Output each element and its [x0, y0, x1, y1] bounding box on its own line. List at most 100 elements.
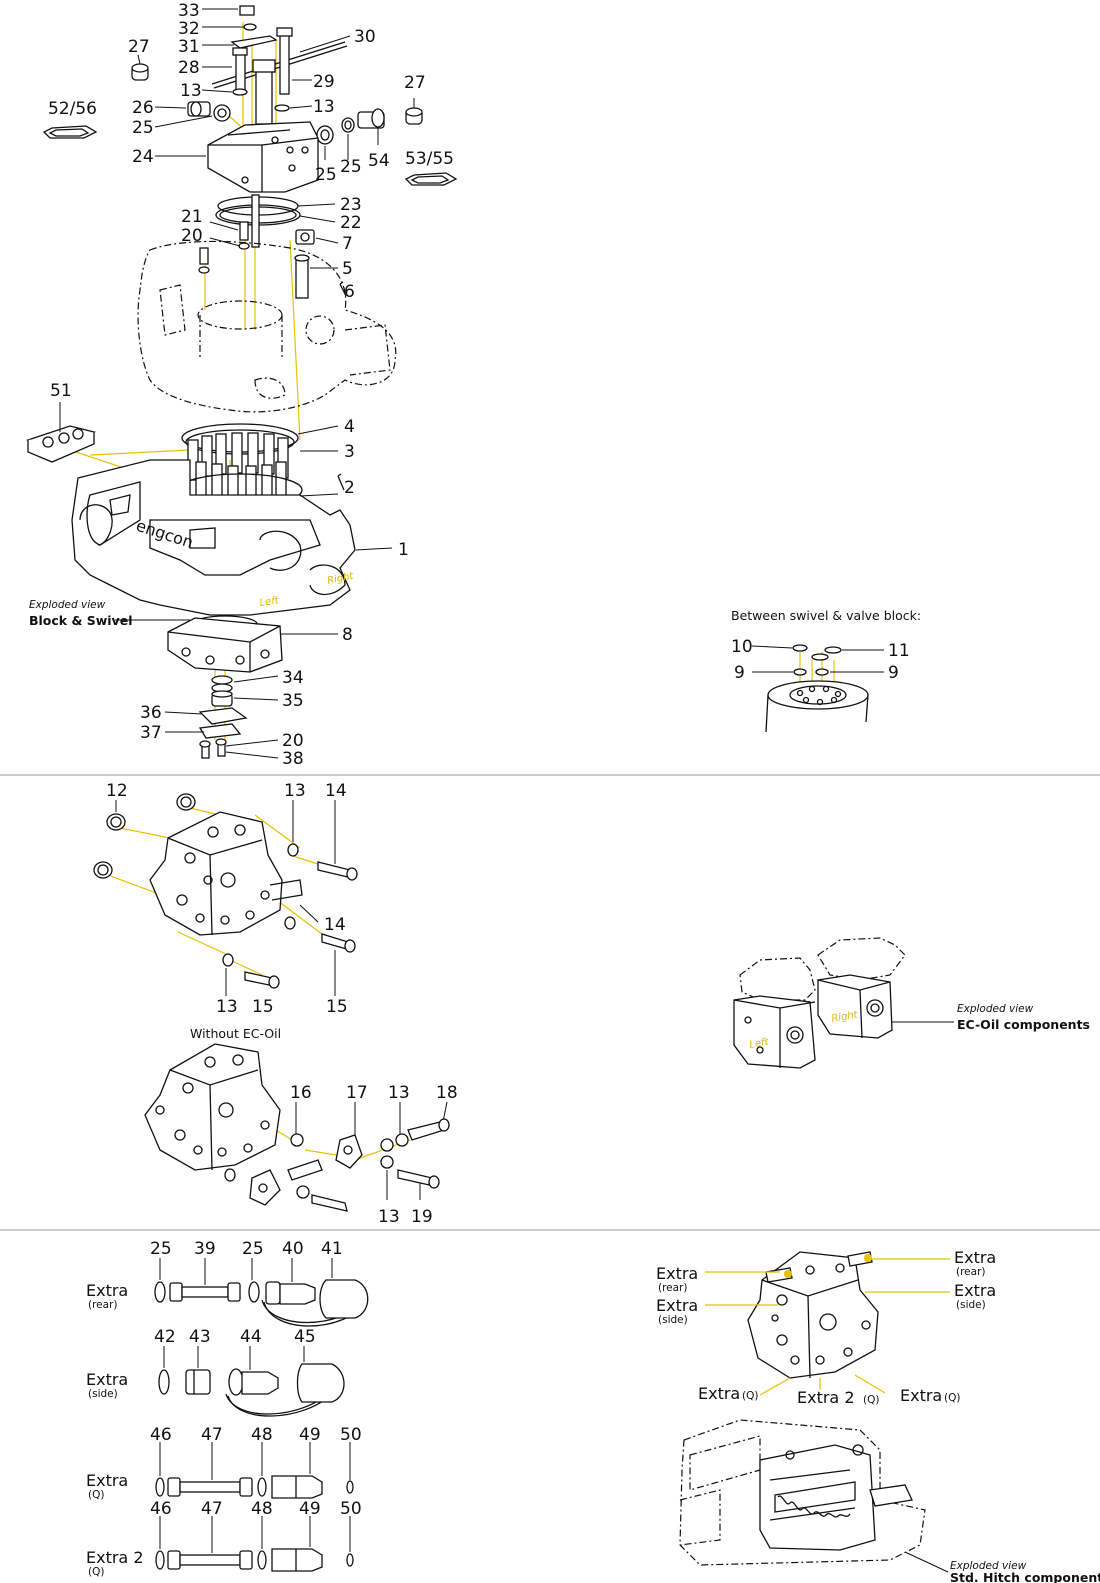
section-extra-kits: 25 39 25 40 41 Extra (rear) 42 43 44 45 [86, 1239, 1100, 1583]
label-54: 54 [368, 151, 390, 171]
leader-lines-2 [115, 800, 448, 1200]
std-hitch-components-view: Exploded view Std. Hitch components [679, 1419, 1100, 1583]
row-sub-extra-rear: (rear) [88, 1299, 118, 1311]
callout-extra-side-right: Extra [954, 1281, 996, 1300]
part-5-bolt [294, 254, 310, 299]
callout-extra-rear-right-sub: (rear) [956, 1266, 986, 1278]
part-29-bolt [276, 27, 293, 95]
part-8-swivel-base [167, 615, 283, 673]
label-10: 10 [731, 637, 753, 657]
callout-extra-side-left-sub: (side) [658, 1314, 688, 1326]
extra-q-row: 46 47 48 49 50 Extra (Q) [86, 1425, 362, 1501]
label-36: 36 [140, 703, 162, 723]
exploded-view-label-3: Exploded view [950, 1560, 1027, 1572]
part-20-38-screws [199, 738, 227, 759]
section-block-swivel: engcon Right Left [25, 1, 921, 769]
label-25-right: 25 [340, 157, 362, 177]
label-6: 6 [344, 282, 355, 302]
label-13-bottom: 13 [216, 997, 238, 1017]
label-27-left: 27 [128, 37, 150, 57]
label-5: 5 [342, 259, 353, 279]
label-20-bottom: 20 [282, 731, 304, 751]
label-3: 3 [344, 442, 355, 462]
part-24-valve-block [207, 121, 319, 193]
label-52-56: 52/56 [48, 99, 97, 119]
row-title-extra-q: Extra [86, 1471, 128, 1490]
label-39: 39 [194, 1239, 216, 1259]
callout-extra-side-left: Extra [656, 1296, 698, 1315]
ec-oil-valve-block-top [149, 811, 303, 936]
part-35-bushing [211, 690, 233, 707]
label-41: 41 [321, 1239, 343, 1259]
label-26: 26 [132, 98, 154, 118]
label-9-left: 9 [734, 663, 745, 683]
label-2: 2 [344, 478, 355, 498]
label-48-b: 48 [251, 1499, 273, 1519]
callout-extra-side-right-sub: (side) [956, 1299, 986, 1311]
label-1: 1 [398, 540, 409, 560]
extra-side-row: 42 43 44 45 Extra (side) [86, 1327, 345, 1417]
part-26-fitting [187, 101, 211, 117]
label-38: 38 [282, 749, 304, 769]
leader-lines-1 [59, 8, 415, 759]
label-13-ec: 13 [388, 1083, 410, 1103]
exploded-view-label-1: Exploded view [29, 599, 106, 611]
label-19: 19 [411, 1207, 433, 1227]
ec-left-label: Left [749, 1037, 771, 1051]
label-21: 21 [181, 207, 203, 227]
row-title-extra-2-q: Extra 2 [86, 1548, 144, 1567]
label-15-right: 15 [326, 997, 348, 1017]
label-25-mid: 25 [315, 165, 337, 185]
label-13-right: 13 [313, 97, 335, 117]
label-47-b: 47 [201, 1499, 223, 1519]
caption-std-hitch-components: Std. Hitch components [950, 1570, 1100, 1583]
part-21-20-screws [198, 194, 260, 274]
label-13-left: 13 [180, 81, 202, 101]
label-42: 42 [154, 1327, 176, 1347]
label-32: 32 [178, 19, 200, 39]
label-20-top: 20 [181, 226, 203, 246]
label-11: 11 [888, 641, 910, 661]
label-33: 33 [178, 1, 200, 21]
part-7-nut [295, 229, 315, 245]
label-37: 37 [140, 723, 162, 743]
label-45: 45 [294, 1327, 316, 1347]
ec-right-label: Right [831, 1009, 860, 1025]
label-25-a: 25 [150, 1239, 172, 1259]
label-51: 51 [50, 381, 72, 401]
callout-extra-rear-left-sub: (rear) [658, 1282, 688, 1294]
label-13-top: 13 [284, 781, 306, 801]
part-25-seal [213, 104, 231, 122]
label-47-a: 47 [201, 1425, 223, 1445]
label-25-b: 25 [242, 1239, 264, 1259]
callout-extra-2-q: Extra 2 [797, 1388, 855, 1407]
label-14-top: 14 [325, 781, 347, 801]
label-46-a: 46 [150, 1425, 172, 1445]
part-28-bolt [232, 47, 248, 95]
label-30: 30 [354, 27, 376, 47]
callout-extra-2-q-sub: (Q) [863, 1394, 879, 1406]
row-title-extra-rear: Extra [86, 1281, 128, 1300]
part-16-17-18-19-assembly [224, 1118, 450, 1212]
part-13-14-15-bolts-top [222, 843, 358, 989]
part-2-key [337, 473, 345, 491]
caption-block-swivel: Block & Swivel [29, 613, 132, 628]
label-24: 24 [132, 147, 154, 167]
section-ec-oil: 12 13 14 14 13 15 15 Without EC-Oil [93, 781, 1090, 1227]
exploded-view-label-2: Exploded view [957, 1003, 1034, 1015]
caption-ec-oil-components: EC-Oil components [957, 1017, 1090, 1032]
part-51-plate [25, 425, 97, 463]
label-27-right: 27 [404, 73, 426, 93]
part-36-37-plate [198, 707, 248, 739]
callout-extra-rear-right: Extra [954, 1248, 996, 1267]
label-49-a: 49 [299, 1425, 321, 1445]
label-7: 7 [342, 234, 353, 254]
swivel-housing-dashed [137, 240, 397, 413]
extra-2-q-row: 46 47 48 49 50 Extra 2 (Q) [86, 1499, 362, 1578]
label-8: 8 [342, 625, 353, 645]
part-center-pin [252, 59, 276, 125]
row-sub-extra-q: (Q) [88, 1489, 104, 1501]
label-49-b: 49 [299, 1499, 321, 1519]
label-22: 22 [340, 213, 362, 233]
row-title-extra-side: Extra [86, 1370, 128, 1389]
